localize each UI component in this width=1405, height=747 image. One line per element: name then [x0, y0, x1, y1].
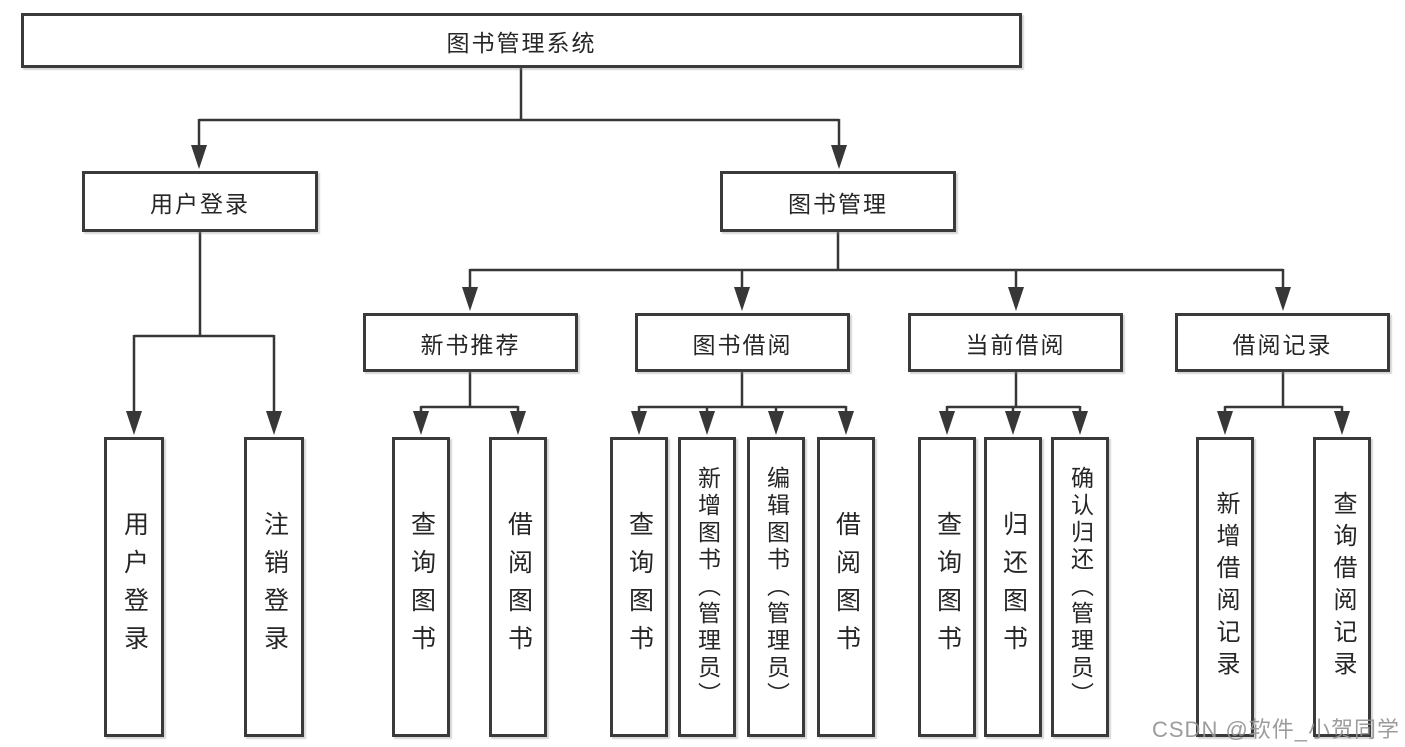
node-book-management: 图书管理 — [720, 171, 956, 232]
csdn-watermark: CSDN @软件_小贺同学 — [1152, 717, 1401, 742]
node-label: 借阅图书 — [504, 511, 533, 663]
node-borrowing-records: 借阅记录 — [1175, 313, 1390, 372]
node-label: 图书管理 — [788, 190, 888, 217]
node-new-book-recommendation: 新书推荐 — [363, 313, 578, 372]
node-label: 当前借阅 — [965, 331, 1066, 358]
leaf-add-borrow-record: 新增借阅记录 — [1196, 437, 1254, 737]
leaf-query-books: 查询图书 — [392, 437, 450, 737]
leaf-edit-books-admin: 编辑图书（管理员） — [747, 437, 805, 737]
node-label: 借阅记录 — [1232, 331, 1333, 358]
node-label: 新增图书（管理员） — [694, 465, 721, 709]
node-label: 归还图书 — [999, 511, 1028, 663]
leaf-query-borrow-record: 查询借阅记录 — [1313, 437, 1371, 737]
arrowhead-icons — [126, 145, 1350, 435]
node-label: 图书借阅 — [692, 331, 793, 358]
leaf-add-books-admin: 新增图书（管理员） — [678, 437, 736, 737]
leaf-logout: 注销登录 — [244, 437, 304, 737]
node-label: 用户登录 — [120, 511, 149, 663]
leaf-borrow-books-2: 借阅图书 — [817, 437, 875, 737]
leaf-return-books: 归还图书 — [984, 437, 1042, 737]
node-label: 借阅图书 — [832, 511, 861, 663]
node-label: 用户登录 — [150, 190, 250, 217]
node-label: 确认归还（管理员） — [1067, 465, 1094, 709]
node-label: 查询图书 — [933, 511, 962, 663]
leaf-query-books-3: 查询图书 — [918, 437, 976, 737]
leaf-borrow-books: 借阅图书 — [489, 437, 547, 737]
node-label: 编辑图书（管理员） — [763, 465, 790, 709]
leaf-query-books-2: 查询图书 — [610, 437, 668, 737]
node-label: 新增借阅记录 — [1212, 491, 1239, 683]
node-label: 查询借阅记录 — [1329, 491, 1356, 683]
node-book-borrowing: 图书借阅 — [635, 313, 850, 372]
node-user-login: 用户登录 — [82, 171, 318, 232]
leaf-user-login: 用户登录 — [104, 437, 164, 737]
node-label: 图书管理系统 — [446, 29, 597, 56]
node-library-system: 图书管理系统 — [21, 13, 1022, 68]
leaf-confirm-return-admin: 确认归还（管理员） — [1051, 437, 1109, 737]
node-current-borrowing: 当前借阅 — [908, 313, 1123, 372]
node-label: 查询图书 — [407, 511, 436, 663]
node-label: 新书推荐 — [420, 331, 521, 358]
node-label: 注销登录 — [260, 511, 289, 663]
node-label: 查询图书 — [625, 511, 654, 663]
